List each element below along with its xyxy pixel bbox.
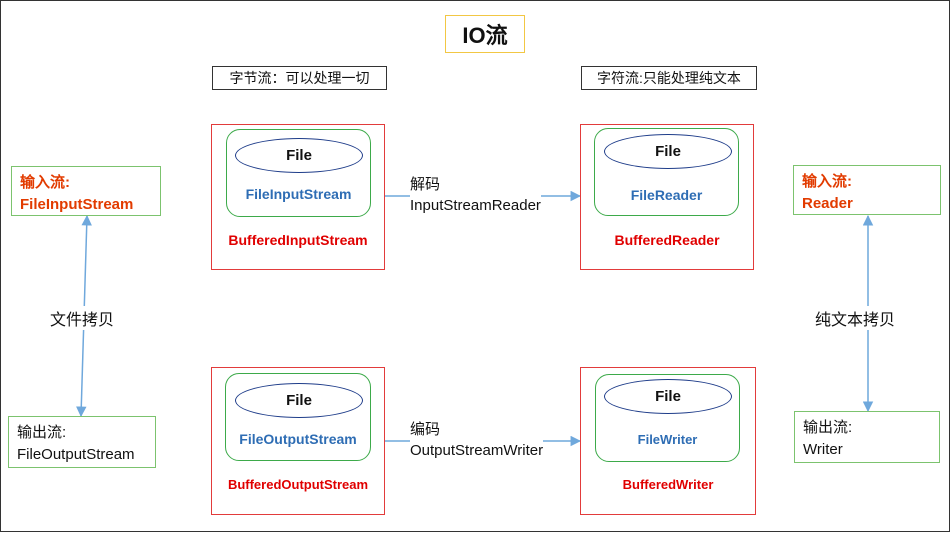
- file-ellipse: File: [235, 383, 363, 418]
- file-output-stream-label: FileOutputStream: [239, 431, 357, 447]
- right-input-title: 输入流:: [802, 173, 852, 190]
- buffered-writer-label: BufferedWriter: [622, 477, 714, 492]
- diagram-title: IO流: [445, 15, 525, 53]
- file-reader-label: FileReader: [630, 187, 703, 203]
- encode-title: 编码: [410, 421, 441, 438]
- right-input-box: 输入流: Reader: [793, 165, 941, 215]
- byte-stream-label: 字节流：可以处理一切: [212, 66, 387, 90]
- file-ellipse: File: [604, 134, 732, 169]
- left-input-title: 输入流:: [20, 174, 70, 191]
- file-ellipse: File: [235, 138, 363, 173]
- buffered-reader-label: BufferedReader: [614, 232, 720, 248]
- right-input-name: Reader: [802, 195, 853, 212]
- left-output-name: FileOutputStream: [17, 446, 135, 463]
- encode-class: OutputStreamWriter: [410, 442, 544, 459]
- left-output-box: 输出流: FileOutputStream: [8, 416, 156, 468]
- buffered-output-stream-label: BufferedOutputStream: [227, 477, 369, 492]
- right-output-name: Writer: [803, 441, 843, 458]
- left-input-name: FileInputStream: [20, 196, 134, 213]
- decode-class: InputStreamReader: [410, 197, 541, 214]
- encode-label: 编码 OutputStreamWriter: [410, 419, 544, 461]
- text-copy-label: 纯文本拷贝: [815, 306, 896, 330]
- right-output-title: 输出流:: [803, 419, 853, 436]
- char-stream-label: 字符流:只能处理纯文本: [581, 66, 757, 90]
- file-ellipse: File: [604, 379, 732, 414]
- left-output-title: 输出流:: [17, 424, 67, 441]
- decode-title: 解码: [410, 176, 441, 193]
- file-writer-label: FileWriter: [637, 432, 698, 447]
- buffered-input-stream-label: BufferedInputStream: [228, 232, 368, 248]
- right-output-box: 输出流: Writer: [794, 411, 940, 463]
- decode-label: 解码 InputStreamReader: [410, 174, 541, 216]
- left-input-box: 输入流: FileInputStream: [11, 166, 161, 216]
- file-copy-label: 文件拷贝: [50, 306, 115, 330]
- file-input-stream-label: FileInputStream: [245, 186, 352, 202]
